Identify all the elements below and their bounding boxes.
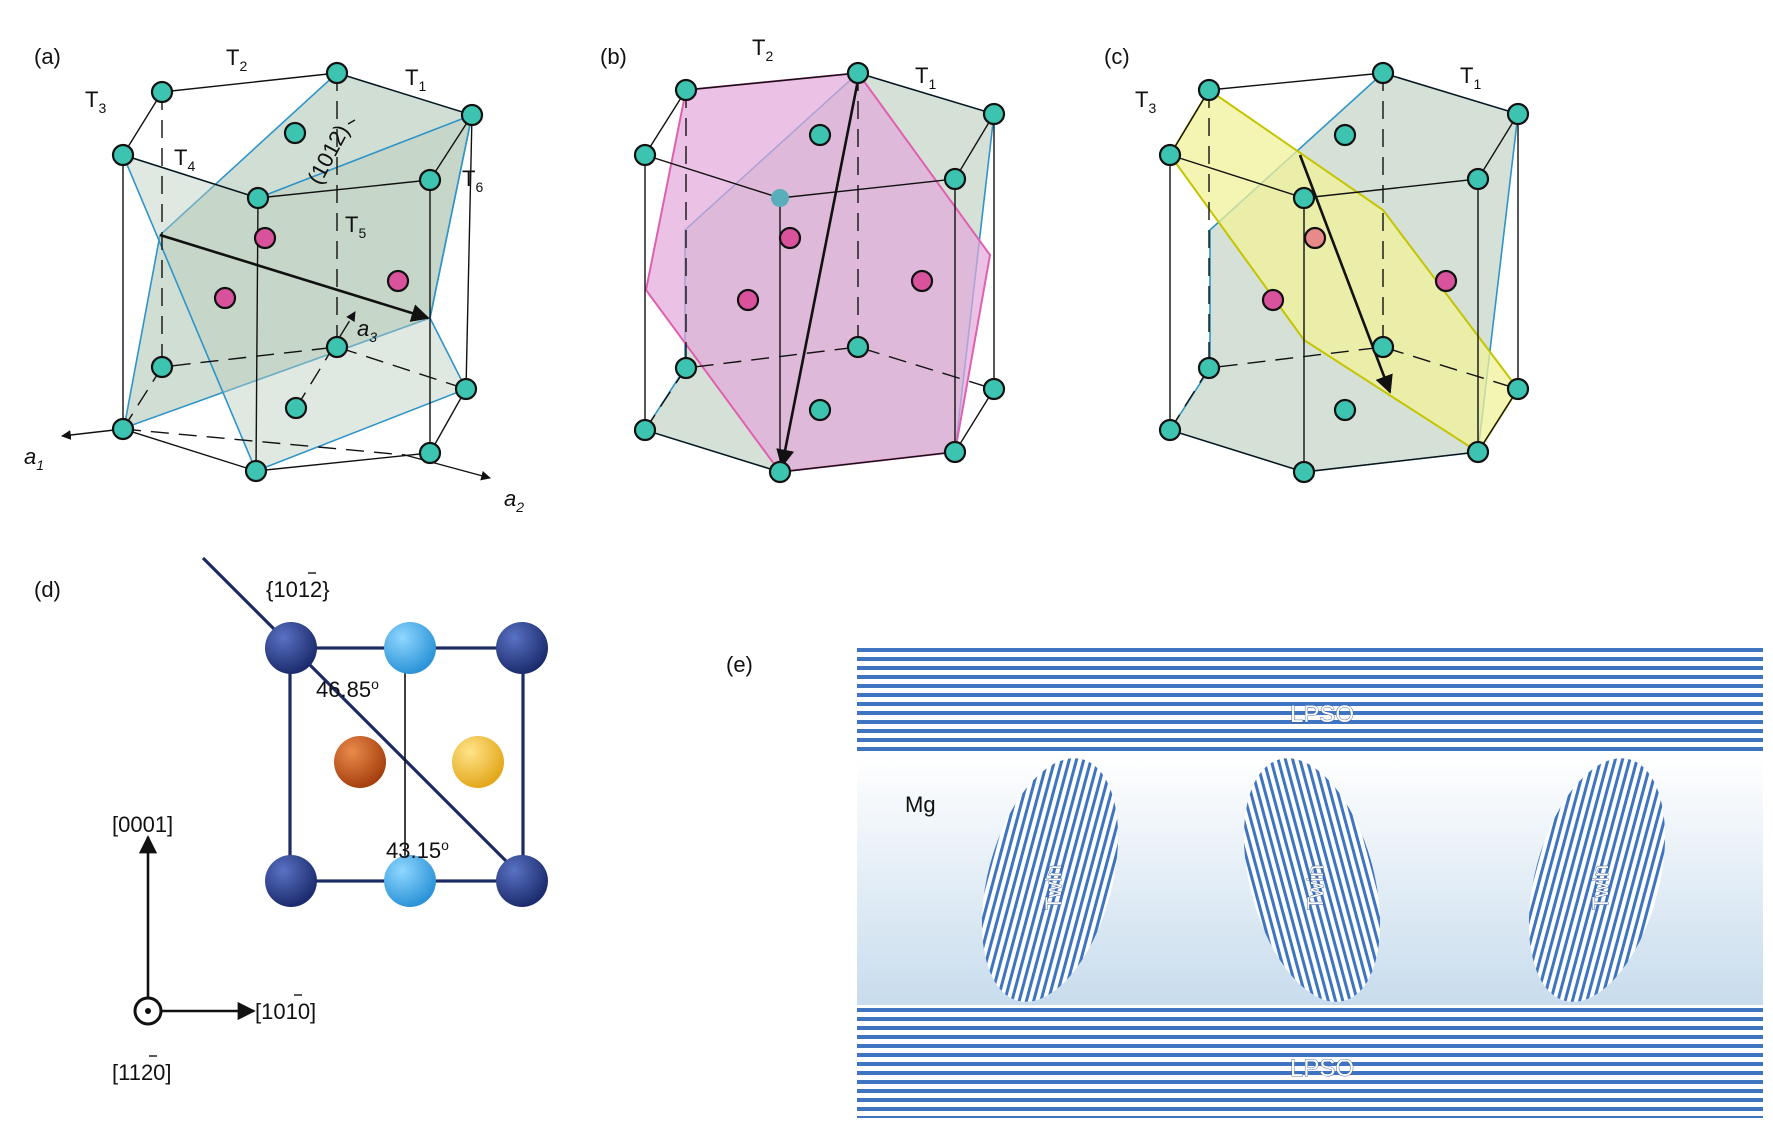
panel-d-label: (d) — [34, 577, 61, 602]
mg-atom-light-blue — [384, 855, 436, 907]
lpso-layer-bottom — [857, 1007, 1763, 1118]
twin-label-3: Twin — [1588, 865, 1613, 910]
panel-c: (c) T3 — [1104, 44, 1530, 484]
out-of-plane-dot-icon — [145, 1008, 151, 1014]
label-t1: T1 — [915, 63, 936, 92]
panel-a-label: (a) — [34, 44, 61, 69]
twin-plane-family-label: {1012} — [266, 577, 330, 602]
mg-matrix-label: Mg — [905, 792, 936, 817]
twin-lamella-1 — [981, 758, 1119, 1002]
mg-atom-navy — [265, 855, 317, 907]
label-t2: T2 — [752, 35, 773, 64]
twin-lamella-2 — [1243, 758, 1381, 1002]
twin-shear-vector — [159, 233, 430, 322]
label-t1: T1 — [1460, 63, 1481, 92]
twin-label-1: Twin — [1041, 865, 1066, 910]
axis-a1-label: a1 — [24, 444, 44, 473]
mg-atom-navy — [496, 855, 548, 907]
axis-a3-label: a3 — [357, 316, 377, 345]
axis-a3-arrow — [295, 311, 356, 409]
twin-label-2: Twin — [1303, 865, 1328, 910]
lpso-label-bottom: LPSO — [1290, 1055, 1354, 1082]
direction-0001-label: [0001] — [112, 812, 173, 837]
corner-atoms — [633, 61, 1006, 484]
mg-atom-navy — [496, 622, 548, 674]
mg-atom-light-blue — [384, 622, 436, 674]
label-t1: T1 — [405, 65, 426, 94]
panel-d: (d) {1012} 46.85o 43.15o [0001] [1010] [… — [34, 556, 548, 1085]
direction-1010-label: [1010] — [255, 999, 316, 1024]
angle-label-top: 46.85o — [316, 676, 379, 702]
mg-atom-gold — [452, 736, 504, 788]
direction-1120-label: [1120] — [112, 1060, 172, 1085]
label-t5: T5 — [345, 212, 366, 241]
label-t3: T3 — [85, 87, 106, 116]
panel-b: (b) T2 — [600, 35, 1006, 484]
twin-shear-vector — [776, 79, 860, 468]
interior-atoms — [736, 226, 934, 312]
panel-a: (a) — [24, 44, 524, 515]
axis-a2-label: a2 — [504, 486, 524, 515]
corner-atoms — [1158, 61, 1530, 484]
interior-atoms — [1261, 226, 1458, 312]
panel-b-label: (b) — [600, 44, 627, 69]
twin-lamella-3 — [1528, 758, 1666, 1002]
axis-a2-line — [122, 428, 406, 456]
panel-c-label: (c) — [1104, 44, 1130, 69]
twin-plane-trace — [201, 556, 527, 882]
label-t4: T4 — [174, 145, 195, 174]
interior-atoms — [213, 226, 410, 310]
label-t3: T3 — [1135, 87, 1156, 116]
plane-index-overbar — [347, 119, 356, 125]
lpso-label-top: LPSO — [1290, 701, 1354, 728]
lpso-layer-top — [857, 643, 1763, 753]
label-t2: T2 — [226, 45, 247, 74]
mg-atom-orange — [334, 736, 386, 788]
label-t6: T6 — [462, 166, 483, 195]
angle-label-bottom: 43.15o — [386, 837, 449, 863]
axis-a2-arrow — [404, 454, 491, 481]
mg-atom-navy — [265, 622, 317, 674]
corner-atoms — [111, 61, 484, 483]
hcp-cell-edges — [643, 72, 996, 473]
panel-e: (e) LPSO LPSO Mg Twin Twin Twin — [726, 643, 1763, 1118]
panel-e-label: (e) — [726, 652, 753, 677]
